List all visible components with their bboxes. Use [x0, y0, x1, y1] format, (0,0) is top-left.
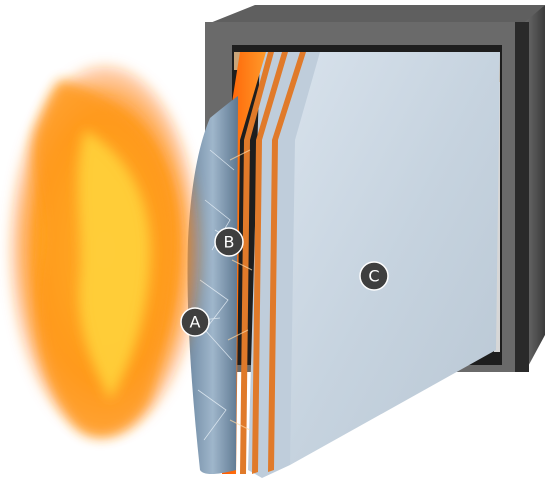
- marker-a-label: A: [190, 313, 201, 332]
- marker-c: C: [360, 262, 388, 290]
- marker-a: A: [181, 308, 209, 336]
- glass-face: [285, 52, 500, 465]
- flame: [10, 65, 200, 437]
- marker-b: B: [215, 228, 243, 256]
- frame-right-dark: [515, 22, 529, 372]
- marker-b-label: B: [224, 233, 235, 252]
- marker-c-label: C: [368, 267, 379, 286]
